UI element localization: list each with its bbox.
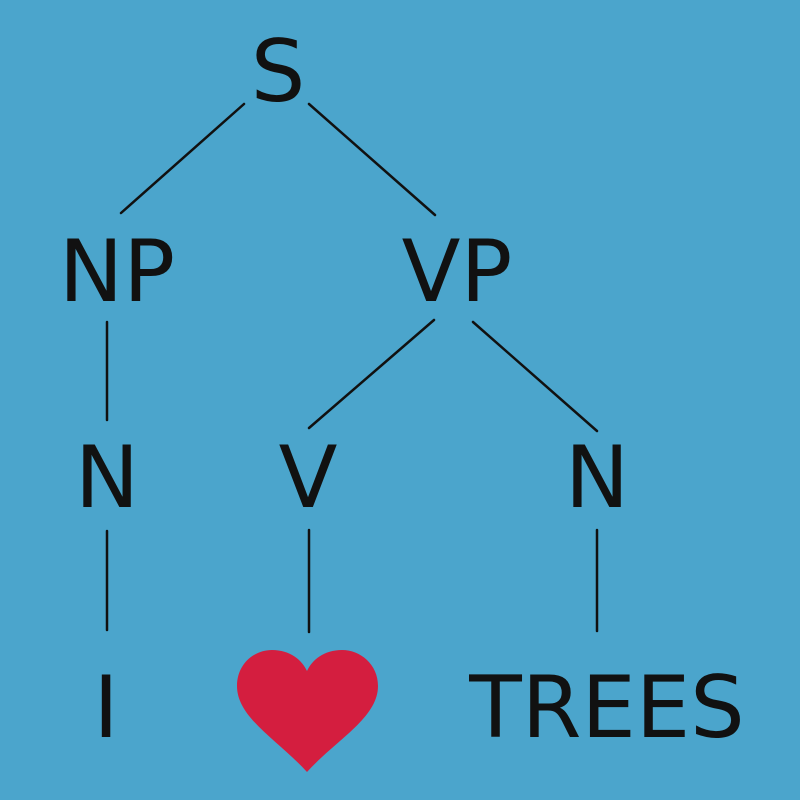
leaf-trees: TREES (468, 658, 745, 758)
leaf-i: I (93, 658, 118, 758)
heart-icon (237, 650, 378, 772)
node-n-object: N (565, 428, 629, 528)
edge-s-vp (307, 102, 437, 217)
node-n-subject: N (75, 428, 139, 528)
tree-edges (105, 102, 599, 634)
edge-s-np (119, 102, 246, 215)
node-vp: VP (402, 222, 513, 322)
edge-vp-n (471, 320, 599, 433)
node-s: S (251, 22, 306, 122)
tree-nodes: S NP VP N V N I TREES (59, 22, 745, 758)
node-v: V (279, 428, 338, 528)
edge-vp-v (307, 318, 436, 430)
node-np: NP (59, 222, 175, 322)
